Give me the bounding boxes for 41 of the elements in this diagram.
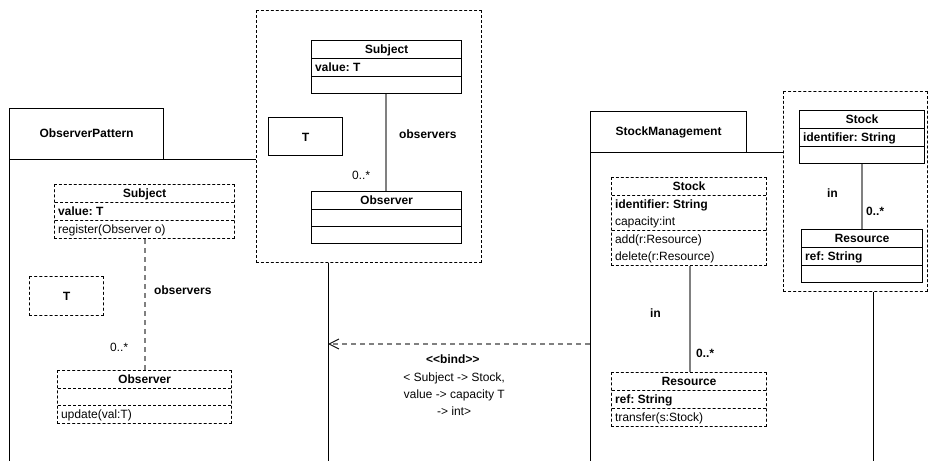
class-box bbox=[801, 229, 923, 283]
edge-label: observers bbox=[153, 283, 212, 297]
class-box bbox=[311, 40, 462, 94]
class-box bbox=[54, 184, 235, 239]
edge-label: <<bind>> bbox=[425, 352, 480, 366]
parameter-box: T bbox=[268, 117, 343, 156]
attribute: value: T bbox=[314, 59, 362, 76]
class-name: Resource bbox=[834, 230, 890, 247]
attribute: capacity:int bbox=[614, 213, 676, 230]
edge-label: observers bbox=[398, 127, 458, 141]
operation: update(val:T) bbox=[60, 406, 133, 423]
edge-label: in bbox=[649, 306, 662, 320]
dependency-arrow bbox=[328, 338, 590, 350]
parameter-box: T bbox=[29, 276, 104, 316]
operation: delete(r:Resource) bbox=[614, 248, 716, 265]
attribute: ref: String bbox=[804, 248, 864, 265]
package-name: ObserverPattern bbox=[38, 125, 135, 142]
template-parameter-box bbox=[256, 10, 482, 263]
class-box bbox=[57, 370, 232, 424]
class-name: Subject bbox=[122, 185, 168, 202]
association-line bbox=[144, 238, 146, 370]
class-name: Observer bbox=[117, 371, 172, 388]
operation: register(Observer o) bbox=[57, 221, 166, 238]
class-box bbox=[799, 110, 925, 164]
class-box bbox=[311, 191, 462, 244]
operation: add(r:Resource) bbox=[614, 231, 703, 248]
class-name: Stock bbox=[672, 178, 706, 195]
template-parameter-box bbox=[783, 91, 928, 292]
operation: transfer(s:Stock) bbox=[614, 409, 704, 426]
attribute: identifier: String bbox=[802, 129, 897, 146]
package-name: StockManagement bbox=[614, 123, 723, 140]
class-name: Stock bbox=[844, 111, 880, 128]
attribute: ref: String bbox=[614, 391, 674, 408]
class-box bbox=[611, 372, 767, 427]
attribute: value: T bbox=[57, 203, 104, 220]
class-name: Observer bbox=[359, 192, 414, 209]
class-name: Resource bbox=[660, 373, 718, 390]
edge-label: in bbox=[826, 186, 839, 200]
class-name: Subject bbox=[364, 41, 410, 58]
attribute: identifier: String bbox=[614, 196, 709, 213]
class-box bbox=[611, 177, 767, 266]
